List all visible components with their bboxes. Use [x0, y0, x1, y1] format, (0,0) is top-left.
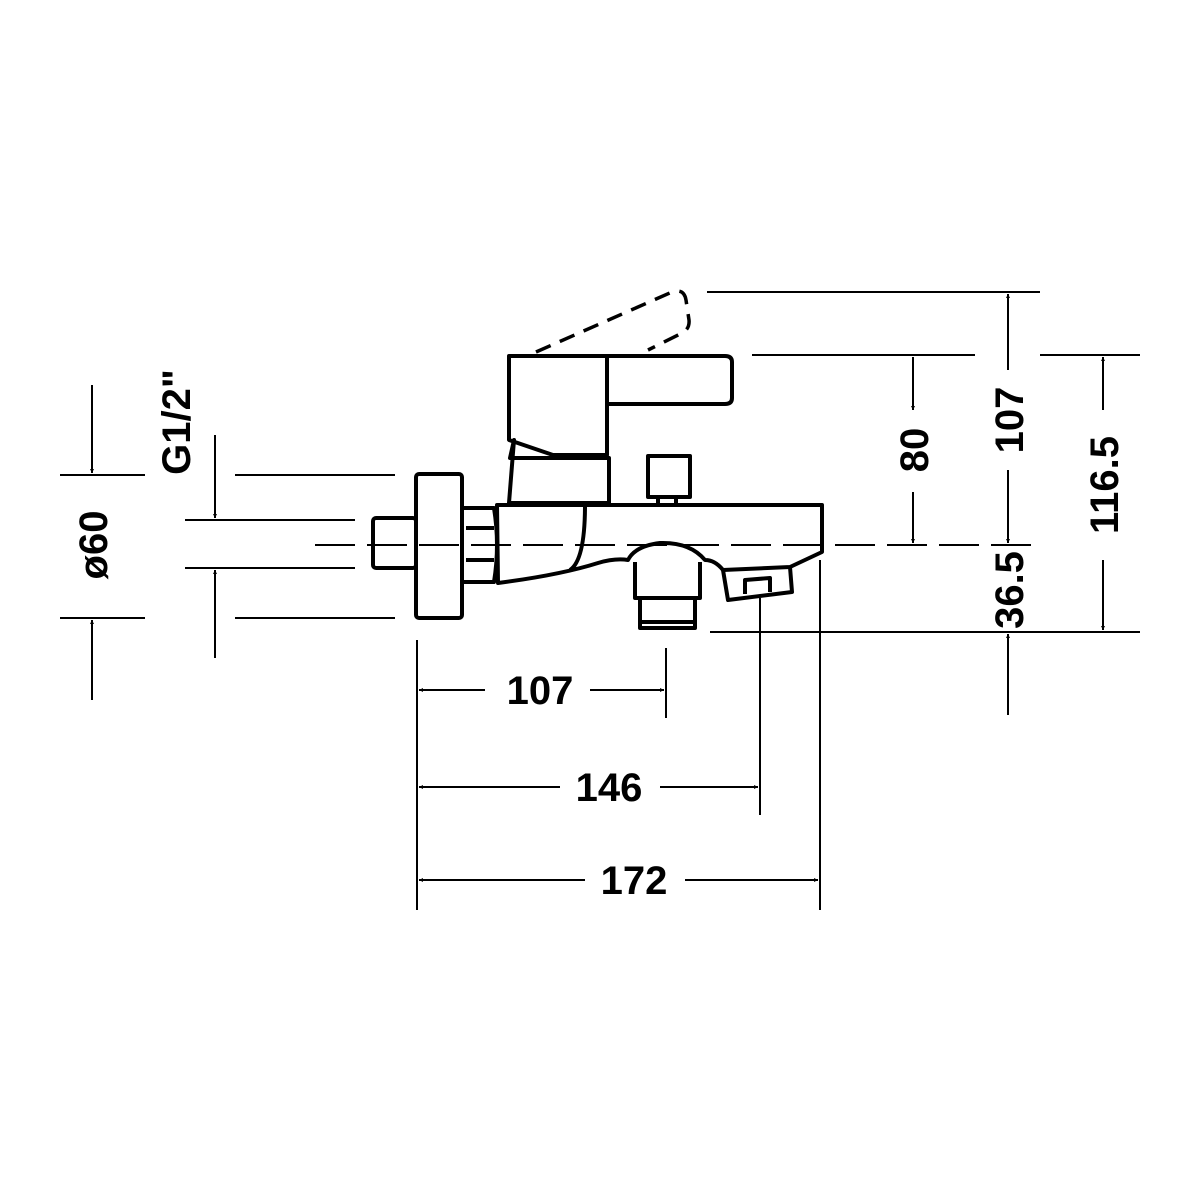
dim-116-5-label: 116.5	[1083, 436, 1127, 534]
dim-80: 80	[893, 357, 937, 543]
dim-146-label: 146	[576, 766, 643, 810]
diverter-knob	[646, 454, 692, 505]
connection-stub	[371, 516, 418, 570]
dim-107-height-label: 107	[988, 387, 1032, 454]
lever-handle	[507, 354, 734, 457]
dim-146: 146	[419, 766, 758, 810]
dim-116-5: 116.5	[1083, 357, 1127, 630]
spout-body	[495, 503, 824, 585]
dim-107-projection-label: 107	[507, 669, 574, 713]
dim-g1-2: G1/2"	[155, 369, 217, 658]
dim-107-projection: 107	[419, 669, 664, 713]
dim-172: 172	[419, 859, 818, 903]
raised-lever-dashed	[535, 289, 691, 354]
dim-o60-label: ø60	[72, 511, 116, 580]
dim-g1-2-label: G1/2"	[155, 369, 199, 475]
outlet-thread	[633, 562, 702, 630]
dim-36-5-label: 36.5	[988, 551, 1032, 629]
dim-172-label: 172	[601, 859, 668, 903]
dim-107-height: 107	[988, 294, 1032, 543]
faucet-outline	[315, 289, 1040, 630]
extension-lines	[60, 291, 1140, 910]
dim-o60: ø60	[72, 385, 116, 700]
dim-80-label: 80	[893, 428, 937, 473]
handle-base	[507, 438, 611, 505]
dim-36-5: 36.5	[988, 551, 1032, 715]
shower-nozzle	[721, 566, 794, 602]
